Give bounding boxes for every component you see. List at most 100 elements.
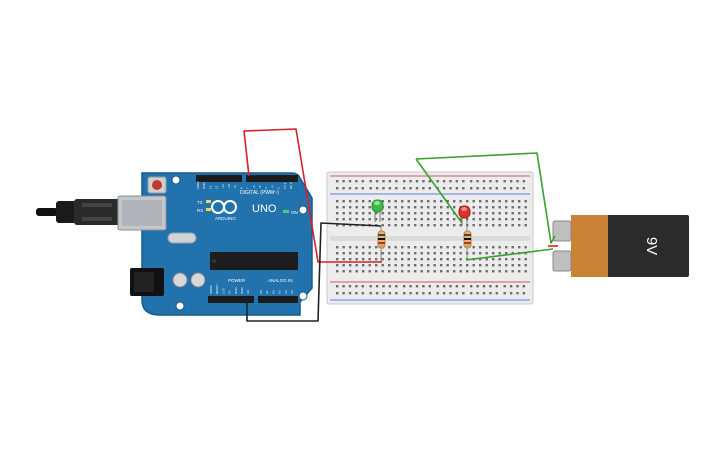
breadboard-hole[interactable] [336,270,339,273]
breadboard-hole[interactable] [427,246,430,249]
breadboard-hole[interactable] [388,264,391,267]
breadboard-hole[interactable] [414,270,417,273]
breadboard-hole[interactable] [407,246,410,249]
breadboard-hole[interactable] [505,252,508,255]
breadboard-hole[interactable] [479,224,482,227]
power-header[interactable] [208,296,254,303]
breadboard-hole[interactable] [433,264,436,267]
breadboard-hole[interactable] [524,264,527,267]
breadboard-hole[interactable] [375,264,378,267]
breadboard-hole[interactable] [518,246,521,249]
breadboard-hole[interactable] [394,258,397,261]
breadboard-hole[interactable] [375,218,378,221]
breadboard-hole[interactable] [388,285,392,288]
breadboard-hole[interactable] [420,206,423,209]
breadboard-hole[interactable] [511,206,514,209]
breadboard-hole[interactable] [440,264,443,267]
breadboard-hole[interactable] [349,206,352,209]
breadboard-hole[interactable] [482,187,486,190]
breadboard-hole[interactable] [492,252,495,255]
breadboard-hole[interactable] [449,292,452,295]
breadboard-hole[interactable] [489,180,492,183]
breadboard-hole[interactable] [436,292,439,295]
breadboard-hole[interactable] [440,212,443,215]
breadboard-hole[interactable] [394,246,397,249]
breadboard-hole[interactable] [428,180,431,183]
breadboard-hole[interactable] [498,270,501,273]
breadboard-hole[interactable] [368,258,371,261]
breadboard-hole[interactable] [505,224,508,227]
breadboard-hole[interactable] [509,180,513,183]
breadboard-hole[interactable] [470,180,473,183]
breadboard-hole[interactable] [375,180,379,183]
breadboard-hole[interactable] [485,264,488,267]
breadboard-hole[interactable] [420,258,423,261]
breadboard-hole[interactable] [420,264,423,267]
breadboard-hole[interactable] [342,252,345,255]
breadboard-hole[interactable] [459,200,462,203]
breadboard-hole[interactable] [427,200,430,203]
breadboard-hole[interactable] [495,285,498,288]
breadboard-hole[interactable] [516,180,519,183]
breadboard-hole[interactable] [492,200,495,203]
breadboard-hole[interactable] [409,180,412,183]
breadboard-hole[interactable] [427,252,430,255]
breadboard-hole[interactable] [375,212,378,215]
breadboard-hole[interactable] [414,224,417,227]
breadboard-hole[interactable] [427,264,430,267]
breadboard-hole[interactable] [395,180,398,183]
breadboard-hole[interactable] [511,200,514,203]
breadboard-hole[interactable] [369,180,372,183]
breadboard-hole[interactable] [485,270,488,273]
breadboard-hole[interactable] [361,285,364,288]
digital-header[interactable] [196,175,298,182]
breadboard-hole[interactable] [433,206,436,209]
breadboard-hole[interactable] [388,187,392,190]
breadboard-hole[interactable] [362,200,365,203]
breadboard-hole[interactable] [420,246,423,249]
breadboard-hole[interactable] [427,224,430,227]
breadboard-hole[interactable] [492,270,495,273]
breadboard-hole[interactable] [485,212,488,215]
breadboard-hole[interactable] [498,218,501,221]
breadboard-hole[interactable] [362,206,365,209]
breadboard-hole[interactable] [420,252,423,255]
breadboard-hole[interactable] [511,218,514,221]
breadboard-hole[interactable] [492,258,495,261]
breadboard-hole[interactable] [415,292,419,295]
breadboard-hole[interactable] [336,218,339,221]
battery-9v[interactable]: 9V [552,215,689,277]
breadboard-hole[interactable] [414,200,417,203]
breadboard-hole[interactable] [479,218,482,221]
breadboard-hole[interactable] [381,264,384,267]
breadboard-hole[interactable] [503,187,506,190]
breadboard-hole[interactable] [336,264,339,267]
breadboard-hole[interactable] [472,252,475,255]
wire-green-battery-positive[interactable] [415,152,556,244]
breadboard-hole[interactable] [446,258,449,261]
breadboard-hole[interactable] [476,187,479,190]
battery-terminal-negative[interactable] [552,250,572,272]
breadboard-hole[interactable] [466,200,469,203]
breadboard-hole[interactable] [522,180,526,183]
breadboard-hole[interactable] [388,258,391,261]
breadboard-hole[interactable] [342,292,345,295]
breadboard-hole[interactable] [472,200,475,203]
breadboard-hole[interactable] [414,212,417,215]
breadboard-hole[interactable] [394,200,397,203]
breadboard-hole[interactable] [466,264,469,267]
breadboard-hole[interactable] [336,246,339,249]
breadboard-hole[interactable] [368,252,371,255]
breadboard-hole[interactable] [355,187,358,190]
breadboard-hole[interactable] [492,206,495,209]
breadboard-hole[interactable] [375,292,379,295]
breadboard-hole[interactable] [455,180,459,183]
breadboard-hole[interactable] [401,270,404,273]
breadboard-hole[interactable] [446,200,449,203]
breadboard-hole[interactable] [503,180,506,183]
breadboard-hole[interactable] [342,180,345,183]
breadboard-hole[interactable] [355,258,358,261]
breadboard-hole[interactable] [505,212,508,215]
breadboard-hole[interactable] [485,252,488,255]
